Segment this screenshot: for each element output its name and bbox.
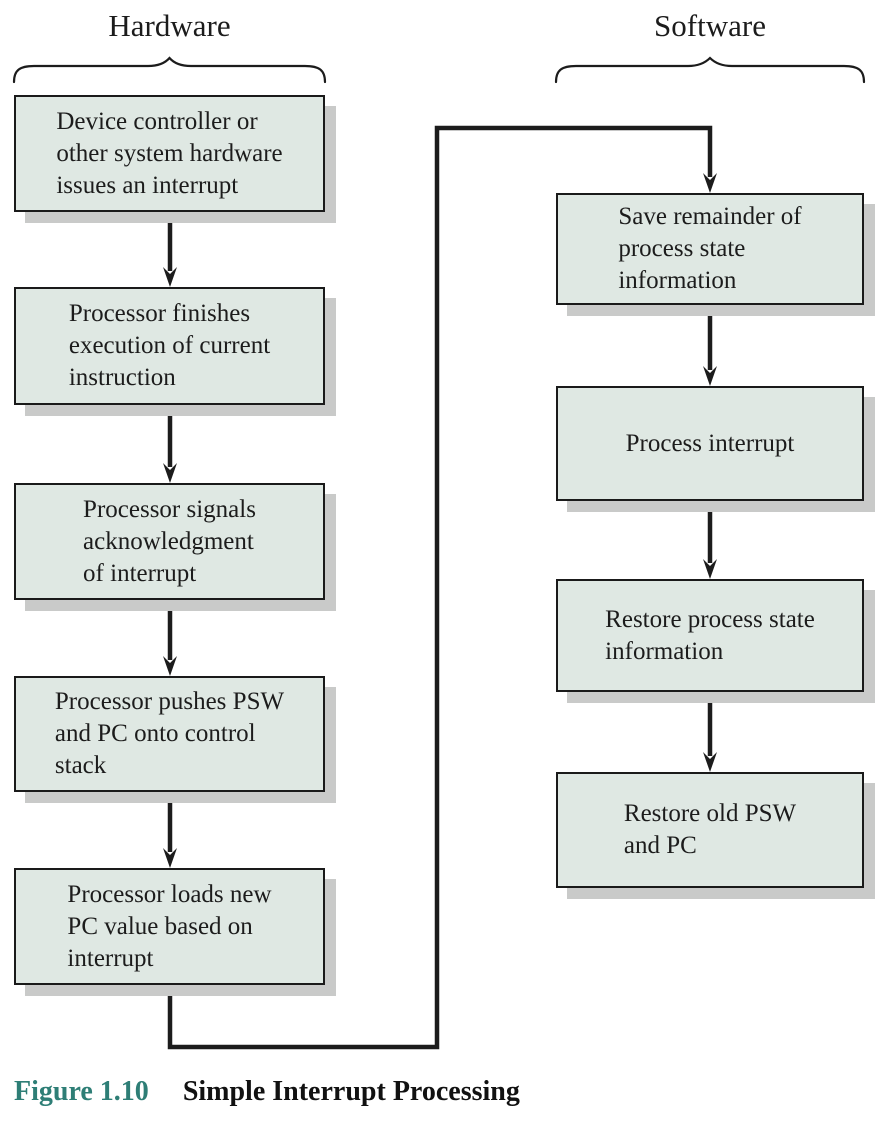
flow-box-label: Processor pushes PSW and PC onto control…: [54, 688, 285, 779]
flow-box-device-controller-issues-interrupt: Device controller or other system hardwa…: [14, 95, 325, 212]
flow-box-label: Processor finishes execution of current …: [68, 300, 271, 391]
flow-box-label: Process interrupt: [625, 429, 795, 457]
flow-box-process-interrupt: Process interrupt: [556, 386, 864, 501]
flow-box-processor-signals-acknowledgment: Processor signals acknowledgment of inte…: [14, 483, 325, 600]
figure-caption: Figure 1.10 Simple Interrupt Processing: [14, 1074, 520, 1110]
figure-title: Simple Interrupt Processing: [182, 1076, 520, 1107]
hardware-column-header: Hardware: [108, 8, 231, 43]
flow-box-label: Device controller or other system hardwa…: [56, 107, 283, 199]
flow-box-processor-loads-new-pc: Processor loads new PC value based on in…: [14, 868, 325, 985]
figure-number-label: Figure 1.10: [14, 1076, 149, 1107]
flow-box-label: Restore old PSW and PC: [623, 800, 797, 859]
flow-box-label: Processor loads new PC value based on in…: [67, 880, 272, 972]
arrowhead-hw-4-5: [163, 848, 177, 868]
flow-box-processor-pushes-psw-pc: Processor pushes PSW and PC onto control…: [14, 676, 325, 792]
flow-box-label: Restore process state information: [605, 605, 815, 665]
flow-box-label: Save remainder of process state informat…: [618, 203, 802, 294]
arrowhead-connector: [703, 173, 717, 193]
flow-box-label: Processor signals acknowledgment of inte…: [83, 495, 256, 587]
flow-box-save-remainder-state: Save remainder of process state informat…: [556, 193, 864, 305]
software-brace: [554, 56, 866, 84]
arrowhead-hw-1-2: [163, 267, 177, 287]
arrowhead-hw-2-3: [163, 463, 177, 483]
hw-to-sw-connector-line: [167, 125, 713, 1050]
flow-box-processor-finishes-instruction: Processor finishes execution of current …: [14, 287, 325, 405]
flow-box-restore-process-state: Restore process state information: [556, 579, 864, 692]
arrowhead-sw-2-3: [703, 559, 717, 579]
software-column-header: Software: [654, 8, 766, 43]
arrowhead-sw-1-2: [703, 366, 717, 386]
arrowhead-hw-3-4: [163, 656, 177, 676]
hardware-brace: [12, 56, 327, 84]
flow-box-restore-old-psw-pc: Restore old PSW and PC: [556, 772, 864, 888]
arrowhead-sw-3-4: [703, 752, 717, 772]
